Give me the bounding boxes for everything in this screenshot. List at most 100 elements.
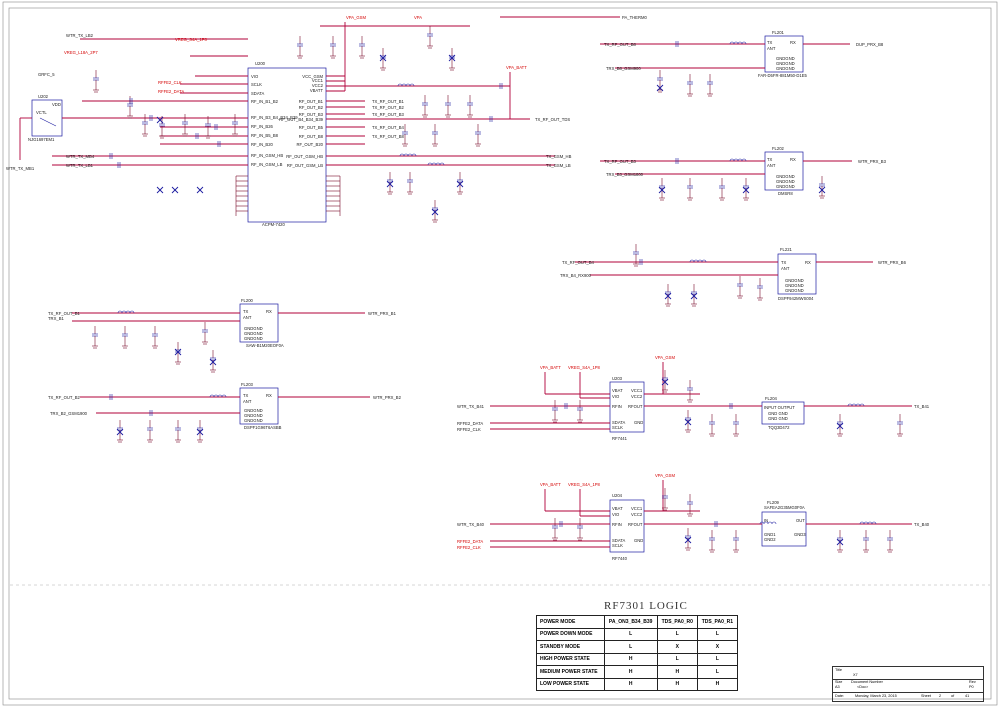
fl202-ref: FL202	[772, 146, 785, 151]
fl200-part: SAW-B1M20EOF0A	[246, 343, 284, 348]
capacitor	[197, 420, 203, 443]
capacitor	[552, 400, 558, 423]
u202-ref: U202	[38, 94, 49, 99]
svg-text:RX: RX	[805, 260, 811, 265]
net-trx-b3-gsm1800: TRX_B3_GSM1800	[606, 172, 644, 177]
u200-pin-left: SCLK	[251, 82, 262, 87]
capacitor	[297, 36, 303, 59]
table-row: STANDBY MODE L X X	[536, 640, 739, 654]
svg-text:VCC2: VCC2	[631, 512, 643, 517]
u203-part: RF7441	[612, 436, 628, 441]
net-tx-b40: TX_B40	[914, 522, 930, 527]
svg-text:ANT: ANT	[781, 266, 790, 271]
fl221-part: DSPF942MWS004	[778, 296, 814, 301]
u200-pin-right: RF_OUT_GSM_LB	[287, 163, 323, 168]
passive-components	[92, 26, 903, 553]
net-grfc5: GRFC_5	[38, 72, 55, 77]
u200-pin-right: VBATT	[310, 88, 324, 93]
svg-text:TX: TX	[767, 40, 773, 45]
capacitor	[687, 494, 693, 517]
u200-pin-right: RF_OUT_B4_B34_B39	[279, 117, 323, 122]
u200-pin-right: RF_OUT_B5	[299, 125, 324, 130]
doc-value: <Doc>	[857, 685, 869, 689]
svg-text:IN: IN	[764, 518, 768, 523]
row-mode: HIGH POWER STATE	[536, 652, 605, 666]
capacitor	[407, 172, 413, 195]
u202-pin-vctl: VCTL	[36, 110, 47, 115]
capacitor	[837, 414, 843, 437]
svg-text:GND: GND	[634, 538, 643, 543]
row-mode: STANDBY MODE	[536, 640, 605, 654]
series-capacitor	[117, 162, 121, 168]
net-tx-rf-out-tds: TX_RF_OUT_TDS	[535, 117, 570, 122]
net-labels: WTR_TX_LB2 VREG_L18A_2P7 GRFC_5 WTR_TX_M…	[6, 15, 930, 550]
net-tx-b41: TX_B41	[914, 404, 930, 409]
net-wtr-tx-mb1: WTR_TX_MB1	[6, 166, 35, 171]
capacitor	[633, 244, 639, 267]
series-capacitor	[195, 133, 199, 139]
capacitor	[175, 342, 181, 365]
u200-pin-right: RF_OUT_B2	[299, 105, 324, 110]
capacitor	[422, 95, 428, 118]
capacitor	[427, 26, 433, 49]
net-vpa-batt: VPA_BATT	[506, 65, 527, 70]
nm-marker	[818, 186, 826, 194]
net-wtr-tx-lb2: WTR_TX_LB2	[66, 33, 94, 38]
row-v1: L	[603, 627, 658, 641]
svg-text:RX: RX	[790, 40, 796, 45]
capacitor	[93, 70, 99, 93]
fl221-ref: FL221	[780, 247, 793, 252]
title-value: X7	[853, 673, 858, 677]
svg-text:GNDGND: GNDGND	[244, 418, 263, 423]
net-wtr-tx-mb4: WTR_TX_MB4	[66, 154, 95, 159]
nm-marker	[684, 536, 692, 544]
capacitor	[687, 74, 693, 97]
row-v2: H	[656, 665, 698, 679]
capacitor	[743, 178, 749, 201]
header-power-mode: POWER MODE	[536, 615, 605, 629]
svg-text:RFOUT: RFOUT	[628, 522, 643, 527]
net-vpa-batt-2: VPA_BATT	[540, 365, 561, 370]
row-v3: L	[696, 652, 739, 666]
date-label: Date:	[835, 694, 845, 698]
capacitor	[402, 124, 408, 147]
net-wtr-prx-b6: WTR_PRX_B6	[878, 260, 907, 265]
u200-part: ACPM-7420	[262, 222, 285, 227]
row-mode: LOW POWER STATE	[536, 677, 605, 691]
sheet-label: Sheet	[921, 694, 931, 698]
svg-text:TX: TX	[243, 309, 249, 314]
svg-text:RX: RX	[266, 309, 272, 314]
net-tx-gsm-lb: TX_GSM_LB	[546, 163, 571, 168]
logic-title: RF7301 LOGIC	[604, 600, 688, 612]
series-capacitor	[675, 158, 679, 164]
row-v2: X	[656, 640, 698, 654]
svg-text:GNDGND: GNDGND	[776, 66, 795, 71]
table-row: POWER DOWN MODE L L L	[536, 627, 739, 641]
u202-part: NJG1697EM1	[28, 137, 55, 142]
svg-text:VCC1: VCC1	[631, 388, 643, 393]
net-tx-rf-out-b2: TX_RF_OUT_B2	[372, 105, 405, 110]
capacitor	[330, 36, 336, 59]
series-capacitor	[675, 41, 679, 47]
u202-pin-vdd: VDD	[52, 102, 61, 107]
u200-pin-left: RF_IN_B20	[251, 142, 274, 147]
u204-ref: U204	[612, 493, 623, 498]
rev-label: Rev	[969, 680, 976, 684]
net-tx-rf-out-b4: TX_RF_OUT_B4	[372, 125, 405, 130]
capacitor	[432, 124, 438, 147]
date-value: Monday, March 23, 2015	[855, 694, 897, 698]
capacitor	[662, 488, 668, 511]
capacitor	[707, 74, 713, 97]
capacitor	[665, 284, 671, 307]
net-vpa-gsm: VPA_GSM	[346, 15, 366, 20]
svg-text:INPUT OUTPUT: INPUT OUTPUT	[764, 405, 795, 410]
nm-marker	[836, 538, 844, 546]
inner-border	[8, 7, 992, 700]
row-v2: L	[656, 627, 698, 641]
svg-text:ANT: ANT	[767, 46, 776, 51]
